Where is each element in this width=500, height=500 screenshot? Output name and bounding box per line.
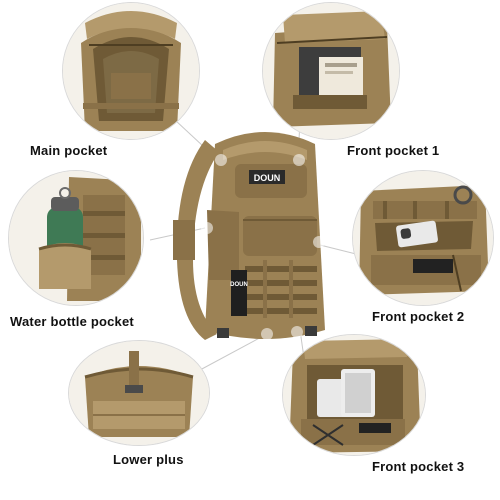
- lower-compartment-image: [69, 341, 209, 445]
- connector-lower-plus: [199, 334, 266, 371]
- hang-tag: [231, 270, 247, 316]
- hang-tag-text: DOUN: [230, 282, 248, 288]
- sling-strap: [176, 140, 219, 340]
- side-bottle-pocket: [207, 210, 239, 280]
- bottom-buckle-right: [305, 326, 317, 336]
- front-pocket-with-book-image: [263, 3, 399, 139]
- main-pocket-label: Main pocket: [30, 143, 108, 158]
- lower-plus-detail: [68, 340, 210, 446]
- main-pocket-detail: [62, 2, 200, 140]
- backpack-product-image: DOUN DOUN: [173, 132, 325, 340]
- brand-patch-text: DOUN: [254, 173, 281, 183]
- strap-pad: [173, 220, 195, 260]
- front-pocket-3-label: Front pocket 3: [372, 459, 465, 474]
- lower-plus-label: Lower plus: [113, 452, 184, 467]
- front-pocket-3-detail: [282, 334, 426, 456]
- front-pocket-2-label: Front pocket 2: [372, 309, 465, 324]
- callout-dot-front3: [291, 326, 303, 338]
- water-bottle-pocket-label: Water bottle pocket: [10, 314, 134, 329]
- open-main-compartment-image: [63, 3, 199, 139]
- callout-dot-main: [215, 154, 227, 166]
- middle-front-pocket: [243, 216, 317, 256]
- callout-dot-front2: [313, 236, 325, 248]
- front-pocket-1-label: Front pocket 1: [347, 143, 440, 158]
- callout-dot-bottle: [201, 222, 213, 234]
- front-pocket-1-detail: [262, 2, 400, 140]
- callout-dot-lower: [261, 328, 273, 340]
- water-bottle-pocket-image: [9, 171, 143, 305]
- front-pocket-2-detail: [352, 170, 494, 306]
- brand-patch: [249, 170, 285, 184]
- callout-dot-front1: [293, 154, 305, 166]
- water-bottle-pocket-detail: [8, 170, 144, 306]
- bottom-buckle-left: [217, 328, 229, 338]
- front-pocket-with-phone-image: [353, 171, 493, 305]
- molle-webbing: [245, 260, 317, 318]
- organizer-pocket-with-tablet-image: [283, 335, 425, 455]
